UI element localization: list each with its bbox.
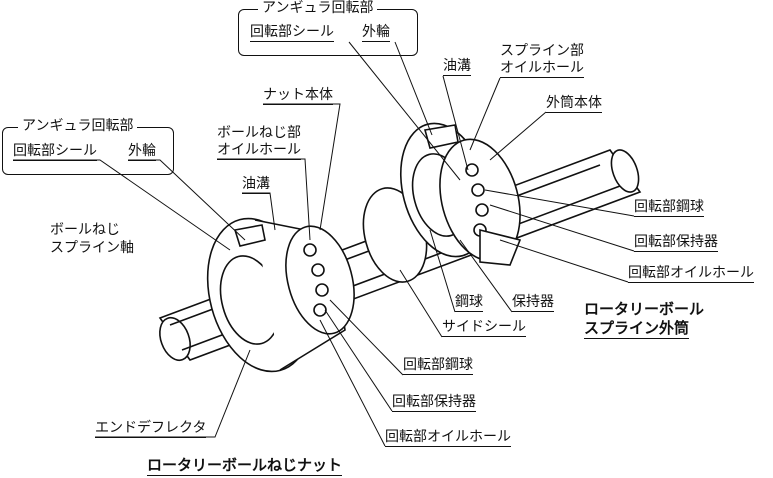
right-oil-groove-label: 油溝 xyxy=(443,58,471,76)
ball-screw-nut xyxy=(206,217,355,373)
left-seal-label: 回転部シール xyxy=(13,143,97,161)
left-rot-retainer-label: 回転部保持器 xyxy=(392,394,476,412)
end-deflector-label: エンドデフレクタ xyxy=(95,420,207,438)
left-outer-ring-label: 外輪 xyxy=(128,143,156,161)
nut-body-label: ナット本体 xyxy=(263,87,333,105)
spline-unit-name-2: スプライン外筒 xyxy=(584,319,690,339)
right-angular-title: アンギュラ回転部 xyxy=(258,0,378,16)
side-seal-label: サイドシール xyxy=(442,319,526,337)
left-angular-title: アンギュラ回転部 xyxy=(18,118,138,134)
left-rot-ball-label: 回転部鋼球 xyxy=(403,357,473,375)
left-rot-oil-hole-label: 回転部オイルホール xyxy=(385,429,511,447)
right-rot-ball-label: 回転部鋼球 xyxy=(634,199,704,217)
shaft-label-2: スプライン軸 xyxy=(50,240,134,256)
screw-oil-hole-label-1: ボールねじ部 xyxy=(217,125,301,141)
right-rot-oil-hole-label: 回転部オイルホール xyxy=(628,265,754,283)
shaft-label-1: ボールねじ xyxy=(50,222,120,238)
spline-oil-hole-label-2: オイルホール xyxy=(500,60,584,78)
spline-unit-name-1: ロータリーボール xyxy=(584,300,705,318)
right-rot-retainer-label: 回転部保持器 xyxy=(634,234,718,252)
retainer-label: 保持器 xyxy=(512,294,554,312)
ball-label: 鋼球 xyxy=(455,294,483,312)
right-outer-ring-label: 外輪 xyxy=(362,24,390,42)
right-seal-label: 回転部シール xyxy=(250,24,334,42)
outer-body-label: 外筒本体 xyxy=(546,95,602,113)
screw-oil-hole-label-2: オイルホール xyxy=(217,142,301,160)
spline-outer-cylinder xyxy=(362,122,522,283)
nut-unit-name: ロータリーボールねじナット xyxy=(147,456,343,476)
spline-oil-hole-label-1: スプライン部 xyxy=(500,43,584,59)
left-oil-groove-label: 油溝 xyxy=(242,176,270,194)
